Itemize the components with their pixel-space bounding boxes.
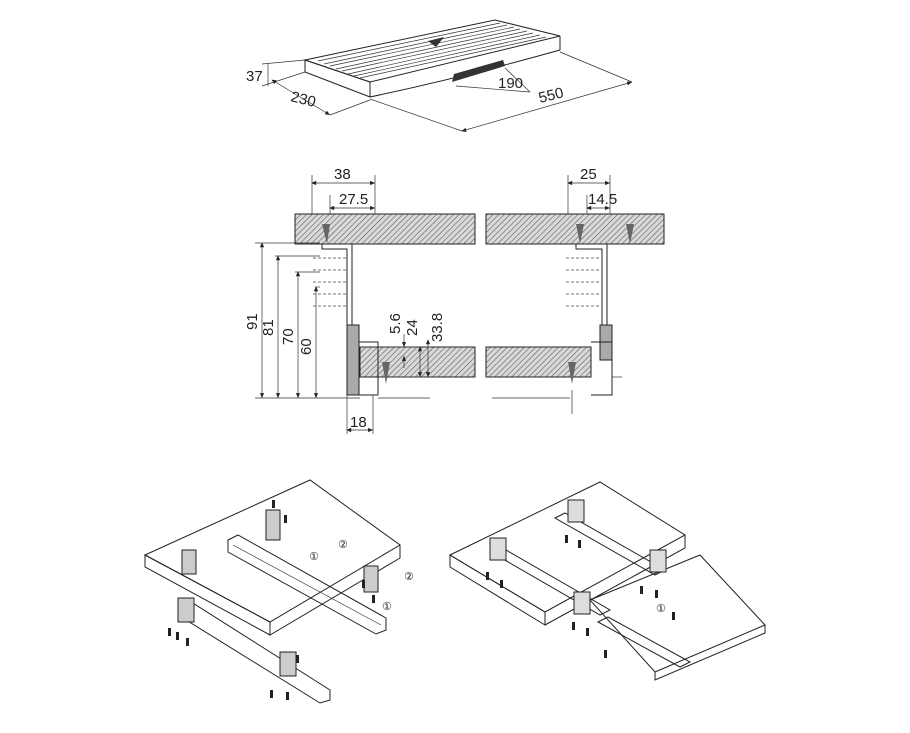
tray-board-left <box>359 346 476 378</box>
tray-handle-slot <box>452 60 505 82</box>
dim-tray-width: 550 <box>537 84 565 107</box>
screw-icon <box>576 224 584 244</box>
tray-slide-rail <box>177 599 331 704</box>
dim-5-6: 5.6 <box>387 313 404 334</box>
screws-right <box>486 535 675 658</box>
tray-slide-rail <box>596 616 692 668</box>
step-marker: ① <box>309 550 319 563</box>
dim-70: 70 <box>280 328 297 345</box>
drawer-slide-rail <box>227 534 387 635</box>
worktop-board-left <box>294 213 476 245</box>
dim-tray-depth: 230 <box>289 88 317 111</box>
mounting-bracket <box>573 591 591 615</box>
dim-25: 25 <box>580 166 597 183</box>
assembly-view-right: ① <box>448 481 766 681</box>
mounting-bracket <box>567 499 585 523</box>
mounting-bracket <box>489 537 507 561</box>
mounting-bracket <box>649 549 667 573</box>
dim-81: 81 <box>260 319 277 336</box>
step-marker: ① <box>656 602 666 615</box>
mounting-bracket <box>279 651 297 677</box>
screw-icon <box>568 362 576 384</box>
screws <box>168 500 375 700</box>
dim-38: 38 <box>334 166 351 183</box>
dim-33-8: 33.8 <box>429 313 446 342</box>
screw-icon <box>322 224 330 244</box>
worktop-board-right <box>485 213 665 245</box>
section-view-right: 25 14.5 <box>485 166 665 414</box>
tray-perspective-view: 37 230 190 550 <box>246 19 633 132</box>
mounting-holes <box>313 257 347 307</box>
dim-tray-height: 37 <box>246 68 263 85</box>
dim-91: 91 <box>244 313 261 330</box>
mounting-bracket <box>363 565 379 593</box>
mounting-bracket <box>177 597 195 623</box>
screw-icon <box>626 224 634 244</box>
tray-slats <box>317 22 547 79</box>
tray-center-mark <box>428 37 444 47</box>
step-marker: ② <box>338 538 348 551</box>
dim-18: 18 <box>350 414 367 431</box>
section-view-left: 38 27.5 91 81 70 60 5.6 24 33.8 18 <box>244 166 476 434</box>
dim-24: 24 <box>404 319 421 336</box>
dim-60: 60 <box>298 338 315 355</box>
mounting-holes-right <box>566 257 600 307</box>
dim-14-5: 14.5 <box>588 191 617 208</box>
screw-icon <box>382 362 390 384</box>
step-marker: ① <box>382 600 392 613</box>
mounting-bracket <box>265 509 281 541</box>
dim-27-5: 27.5 <box>339 191 368 208</box>
dim-slot-width: 190 <box>498 75 523 92</box>
mounting-bracket <box>181 549 197 575</box>
step-marker: ② <box>404 570 414 583</box>
assembly-view-left: ① ② ② ① <box>143 479 414 704</box>
